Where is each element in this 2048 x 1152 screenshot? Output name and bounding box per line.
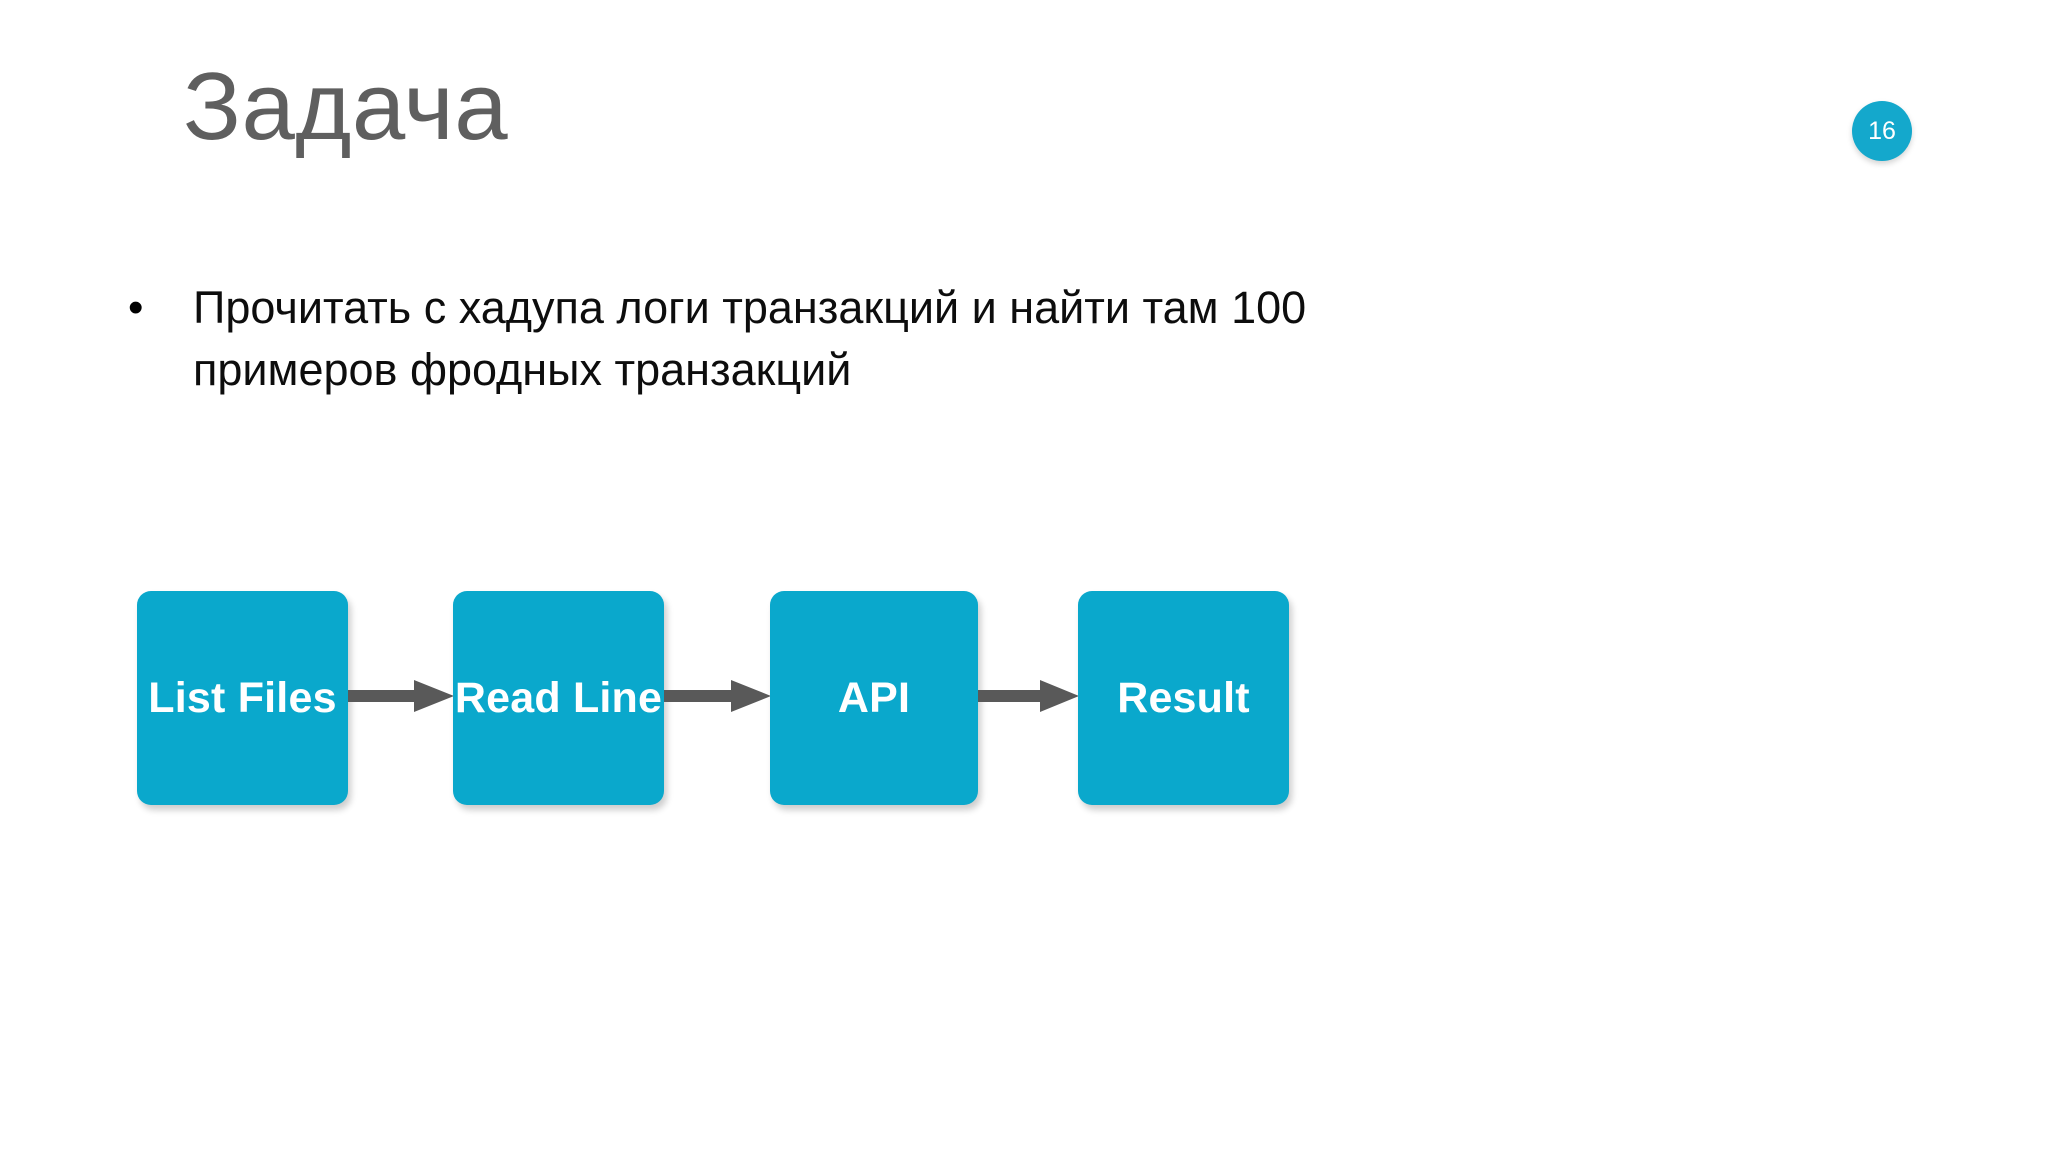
flow-node-label: API: [837, 673, 911, 722]
list-item: • Прочитать с хадупа логи транзакций и н…: [120, 277, 1580, 401]
bullet-marker-icon: •: [128, 283, 144, 332]
page-number-badge: 16: [1852, 101, 1912, 161]
body-bullet-list: • Прочитать с хадупа логи транзакций и н…: [120, 277, 1580, 401]
flow-node-api[interactable]: API: [770, 591, 978, 805]
flow-node-label: List Files: [148, 673, 337, 722]
flow-node-read-line[interactable]: Read Line: [453, 591, 664, 805]
bullet-text: Прочитать с хадупа логи транзакций и най…: [193, 282, 1307, 395]
flow-arrow-right-icon: [348, 678, 454, 714]
page-number-value: 16: [1868, 116, 1896, 145]
page-title: Задача: [183, 53, 509, 160]
flow-node-label: Result: [1117, 673, 1250, 722]
flow-node-list-files[interactable]: List Files: [137, 591, 348, 805]
flow-arrow-right-icon: [664, 678, 771, 714]
flow-arrow-right-icon: [978, 678, 1079, 714]
flow-node-label: Read Line: [454, 673, 663, 722]
flow-node-result[interactable]: Result: [1078, 591, 1289, 805]
